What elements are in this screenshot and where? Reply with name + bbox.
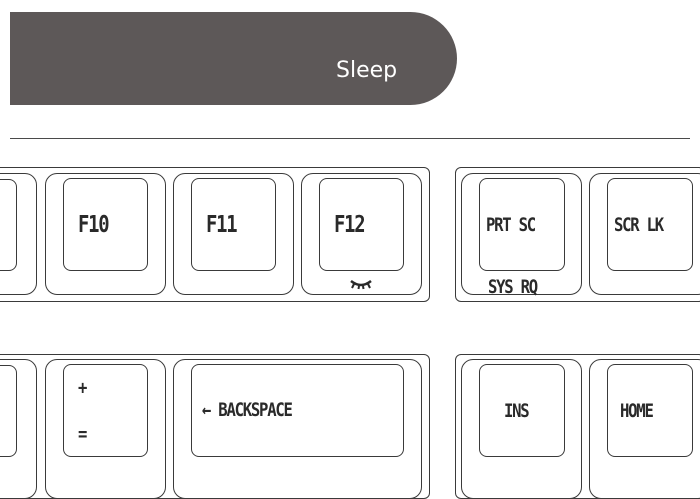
key-equals[interactable]: + = [45, 359, 166, 499]
key-f11-cap: F11 [191, 178, 276, 271]
key-equals-label: = [78, 423, 87, 445]
key-backspace[interactable]: ← BACKSPACE [173, 359, 422, 499]
key-ins-label: INS [504, 400, 530, 422]
key-prtsc-label: PRT SC [486, 214, 536, 236]
key-f11[interactable]: F11 [173, 173, 294, 295]
key-prtsc[interactable]: PRT SC SYS RQ [461, 173, 582, 298]
key-ins[interactable]: INS [461, 359, 582, 499]
sleep-closed-eye-icon [350, 279, 372, 290]
key-home-label: HOME [620, 400, 654, 422]
key-f9-cap [0, 179, 17, 271]
key-f12[interactable]: F12 [301, 173, 422, 295]
sleep-tooltip-banner: Sleep [10, 12, 457, 105]
key-scrlk-cap: SCR LK [607, 178, 693, 271]
key-backspace-label: ← BACKSPACE [202, 399, 293, 421]
key-equals-cap: + = [63, 364, 148, 457]
key-scrlk-label: SCR LK [614, 214, 664, 236]
key-ins-cap: INS [479, 364, 565, 457]
key-f12-cap: F12 [319, 178, 404, 271]
key-minus-cap [0, 365, 17, 457]
key-home[interactable]: HOME [589, 359, 700, 499]
key-f10-cap: F10 [63, 178, 148, 271]
divider-line [10, 138, 690, 139]
key-minus-partial[interactable] [0, 359, 37, 499]
key-home-cap: HOME [607, 364, 693, 457]
key-f10-label: F10 [78, 212, 110, 238]
key-prtsc-cap: PRT SC [479, 178, 565, 271]
key-f10[interactable]: F10 [45, 173, 166, 295]
key-plus-label: + [78, 377, 87, 399]
key-f9-partial[interactable] [0, 173, 37, 295]
key-sysrq-label: SYS RQ [488, 276, 538, 298]
key-f11-label: F11 [206, 212, 238, 238]
key-f12-label: F12 [334, 212, 366, 238]
key-scrlk[interactable]: SCR LK [589, 173, 700, 295]
sleep-label: Sleep [336, 58, 398, 83]
key-backspace-cap: ← BACKSPACE [191, 364, 404, 457]
